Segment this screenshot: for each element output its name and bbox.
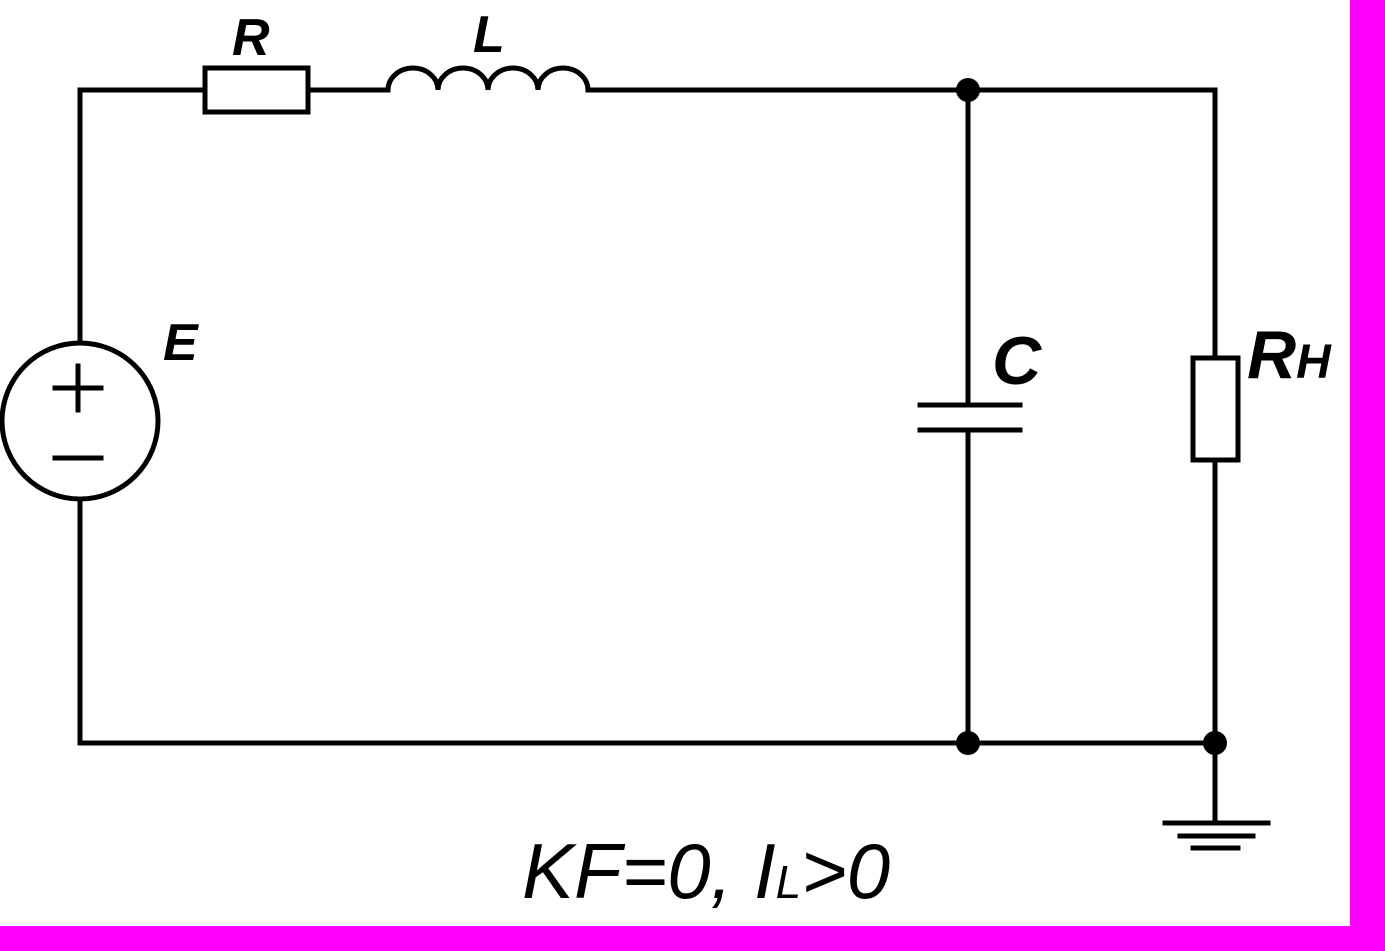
resistor-r xyxy=(202,65,311,115)
caption-part-2: >0 xyxy=(801,827,890,915)
junction-dot-bottom-load xyxy=(1203,731,1227,755)
load-resistor xyxy=(1190,355,1241,463)
voltage-source-e xyxy=(0,340,161,502)
load-resistor-label-main: R xyxy=(1247,317,1296,393)
caption-part-1: KF=0, I xyxy=(522,827,776,915)
frame-right-border xyxy=(1350,0,1385,951)
inductor-l xyxy=(385,65,591,93)
capacitor-c-label: C xyxy=(992,323,1042,399)
inductor-l-label: L xyxy=(473,6,505,64)
frame-bottom-border xyxy=(0,926,1385,951)
condition-caption: KF=0, IL>0 xyxy=(522,827,890,915)
caption-subscript: L xyxy=(776,856,802,908)
ground-icon xyxy=(1162,820,1271,851)
wires xyxy=(77,87,1218,826)
voltage-source-e-label: E xyxy=(163,314,199,372)
resistor-r-label: R xyxy=(232,9,270,67)
junction-dot-bottom-cap xyxy=(956,731,980,755)
load-resistor-label: RH xyxy=(1247,317,1332,393)
load-resistor-label-sub: H xyxy=(1296,336,1332,389)
junction-dot-top xyxy=(956,78,980,102)
